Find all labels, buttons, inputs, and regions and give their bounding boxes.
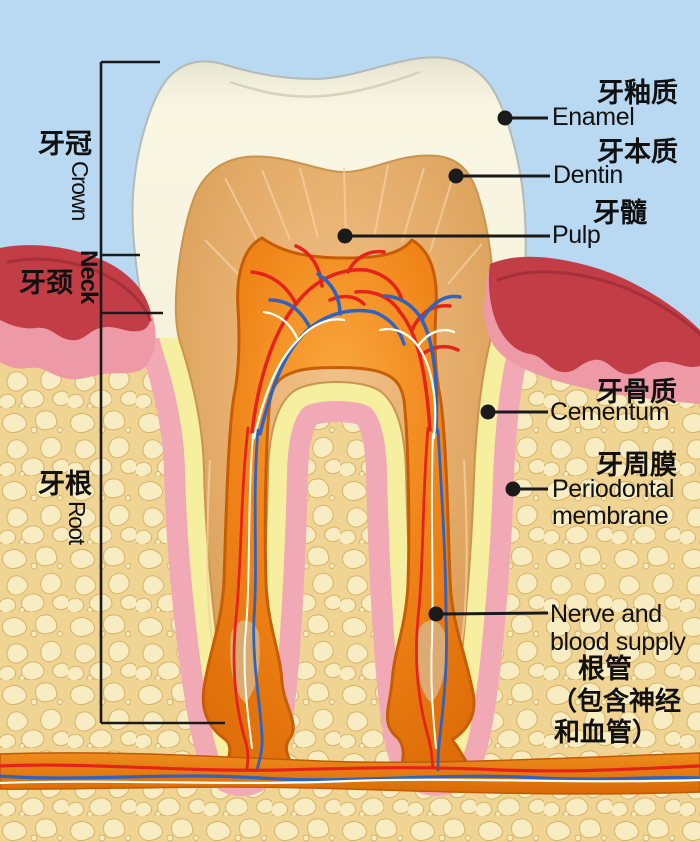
- label-pulp-en: Pulp: [552, 221, 601, 249]
- gum-left: [0, 245, 156, 380]
- leader-lines: [351, 116, 550, 616]
- cementum-leader-dot: [480, 404, 496, 420]
- gum-right: [484, 256, 700, 404]
- label-periodontal-en: Periodontal membrane: [552, 475, 675, 530]
- enamel-groove: [229, 70, 421, 98]
- label-root-canal-note-line1: （包含神经: [551, 686, 682, 716]
- leader-dots: [337, 110, 521, 622]
- pulp-shape: [201, 236, 476, 766]
- pulp-leader-dot: [337, 228, 353, 244]
- periodontal-leader-dot: [505, 481, 521, 497]
- pulp-vessels: [0, 244, 700, 785]
- label-root-en: Root: [63, 501, 90, 544]
- label-neck-zh: 牙颈: [19, 268, 73, 298]
- label-root-canal-note-line2: 和血管）: [554, 717, 659, 747]
- label-nerve-en: Nerve and blood supply: [550, 600, 686, 656]
- nerve-leader-dot: [428, 606, 444, 622]
- label-cementum-en: Cementum: [550, 398, 670, 426]
- label-enamel-zh: 牙釉质: [597, 78, 678, 108]
- enamel-leader-dot: [497, 110, 513, 126]
- label-neck-en: Neck: [74, 250, 102, 304]
- label-dentin-zh: 牙本质: [597, 137, 678, 167]
- dentin-leader-dot: [448, 168, 464, 184]
- label-periodontal-zh: 牙周膜: [596, 450, 677, 480]
- label-crown-en: Crown: [66, 161, 93, 220]
- label-enamel-en: Enamel: [552, 103, 635, 131]
- label-dentin-en: Dentin: [553, 161, 623, 189]
- label-pulp-zh: 牙髓: [593, 198, 647, 228]
- label-crown-zh: 牙冠: [38, 129, 92, 159]
- mandibular-channel: [0, 752, 700, 795]
- label-cementum-zh: 牙骨质: [596, 377, 677, 407]
- label-root-zh: 牙根: [38, 469, 92, 499]
- dentin-striations: [204, 164, 483, 651]
- label-root-canal-zh: 根管: [578, 654, 632, 684]
- nerve-leader-line: [441, 611, 549, 616]
- crown-neck-root-bracket: [99, 60, 225, 725]
